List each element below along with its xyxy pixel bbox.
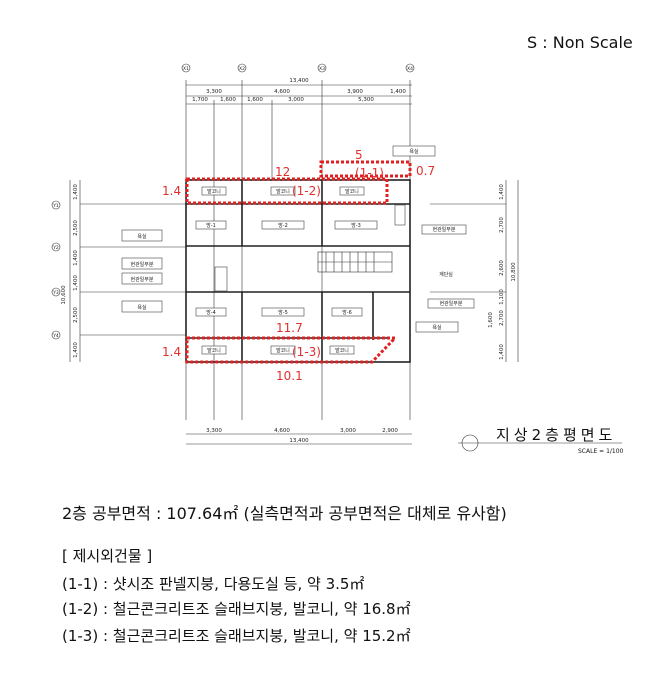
svg-text:1,600: 1,600 <box>488 312 494 328</box>
svg-text:발코니: 발코니 <box>276 347 290 354</box>
svg-text:Y1: Y1 <box>52 203 59 209</box>
bottom-dimensions: 3,300 4,600 3,000 2,900 13,400 <box>186 428 412 445</box>
svg-text:방-4: 방-4 <box>206 309 216 316</box>
svg-text:3,300: 3,300 <box>206 89 222 95</box>
svg-text:발코니: 발코니 <box>276 188 290 195</box>
svg-text:1,400: 1,400 <box>73 184 79 200</box>
svg-text:1,400: 1,400 <box>73 342 79 358</box>
annex-item: (1-3) : 철근콘크리트조 슬래브지붕, 발코니, 약 15.2㎡ <box>62 627 411 645</box>
svg-text:1,400: 1,400 <box>390 89 406 95</box>
svg-text:1,600: 1,600 <box>247 97 263 103</box>
svg-text:(1-3): (1-3) <box>292 345 321 359</box>
annex-item: (1-1) : 샷시조 판넬지붕, 다용도실 등, 약 3.5㎡ <box>62 575 365 593</box>
section-heading: [ 제시외건물 ] <box>62 547 153 565</box>
axis-markers-y: Y1 Y2 Y3 Y4 <box>51 200 61 340</box>
svg-text:3,000: 3,000 <box>340 428 356 434</box>
svg-text:5: 5 <box>355 148 363 162</box>
room-labels: 방-1 방-2 방-3 방-4 방-5 방-6 발코니 발코니 발코니 발코니 … <box>195 186 378 355</box>
svg-text:3,300: 3,300 <box>206 428 222 434</box>
svg-text:(1-2): (1-2) <box>292 184 321 198</box>
annex-item: (1-2) : 철근콘크리트조 슬래브지붕, 발코니, 약 16.8㎡ <box>62 600 411 618</box>
svg-text:3,000: 3,000 <box>288 97 304 103</box>
svg-text:2,900: 2,900 <box>382 428 398 434</box>
svg-text:3,900: 3,900 <box>347 89 363 95</box>
svg-text:욕실: 욕실 <box>137 304 147 311</box>
svg-text:현관일부분: 현관일부분 <box>130 261 153 268</box>
svg-text:X2: X2 <box>239 66 245 72</box>
svg-text:11.7: 11.7 <box>276 321 303 335</box>
svg-text:욕실: 욕실 <box>137 233 147 240</box>
svg-text:X1: X1 <box>183 66 189 72</box>
drawing-title: 지상2층평면도 SCALE = 1/100 <box>458 426 624 455</box>
top-dimensions: 13,400 3,300 4,600 3,900 1,400 1,700 1,6… <box>185 78 412 420</box>
svg-text:(1-1): (1-1) <box>355 166 384 180</box>
svg-text:Y3: Y3 <box>52 290 59 296</box>
svg-text:방-2: 방-2 <box>278 222 288 229</box>
svg-text:X4: X4 <box>407 66 413 72</box>
svg-text:1,600: 1,600 <box>220 97 236 103</box>
svg-text:Y4: Y4 <box>52 333 59 339</box>
svg-text:4,600: 4,600 <box>274 428 290 434</box>
svg-text:방-5: 방-5 <box>278 309 288 316</box>
svg-text:1,400: 1,400 <box>499 184 505 200</box>
svg-text:발코니: 발코니 <box>345 188 359 195</box>
svg-text:방-1: 방-1 <box>206 222 216 229</box>
svg-text:1.4: 1.4 <box>162 184 181 198</box>
svg-text:0.7: 0.7 <box>416 164 435 178</box>
svg-text:Y2: Y2 <box>52 245 59 251</box>
svg-text:SCALE = 1/100: SCALE = 1/100 <box>578 448 624 455</box>
svg-text:2,600: 2,600 <box>499 260 505 276</box>
svg-text:13,400: 13,400 <box>289 78 309 84</box>
svg-text:10.1: 10.1 <box>276 369 303 383</box>
svg-text:발코니: 발코니 <box>207 347 221 354</box>
svg-text:10,800: 10,800 <box>511 262 517 282</box>
svg-text:1,700: 1,700 <box>192 97 208 103</box>
svg-text:4,600: 4,600 <box>274 89 290 95</box>
area-summary: 2층 공부면적 : 107.64㎡ (실측면적과 공부면적은 대체로 유사함) <box>62 504 507 523</box>
svg-text:방-3: 방-3 <box>351 222 361 229</box>
svg-text:1,100: 1,100 <box>499 289 505 305</box>
svg-text:X3: X3 <box>319 66 325 72</box>
svg-text:계단실: 계단실 <box>439 271 453 278</box>
annex-annotations: 5 (1-1) 0.7 12 (1-2) 1.4 11.7 1.4 (1-3) … <box>162 148 435 383</box>
right-dimensions: 1,400 2,700 2,600 1,100 2,700 1,600 1,40… <box>430 180 519 362</box>
svg-text:1,400: 1,400 <box>499 344 505 360</box>
svg-text:1,400: 1,400 <box>73 275 79 291</box>
svg-text:발코니: 발코니 <box>335 347 349 354</box>
svg-text:현관일부분: 현관일부분 <box>130 276 153 283</box>
svg-text:10,600: 10,600 <box>61 285 67 305</box>
scale-note: S : Non Scale <box>527 33 633 52</box>
svg-text:현관일부분: 현관일부분 <box>432 226 455 233</box>
left-dimensions: 10,600 1,400 2,500 1,400 1,400 2,500 1,4… <box>61 180 186 362</box>
svg-text:12: 12 <box>275 165 290 179</box>
svg-text:욕실: 욕실 <box>409 148 419 155</box>
svg-text:13,400: 13,400 <box>289 438 309 444</box>
axis-markers-x: X1 X2 X3 X4 <box>181 63 415 73</box>
floor-plan-drawing: X1 X2 X3 X4 Y1 Y2 Y3 Y4 13,400 3,300 4,6… <box>51 63 624 455</box>
svg-text:현관일부분: 현관일부분 <box>439 300 462 307</box>
svg-text:1,400: 1,400 <box>73 250 79 266</box>
svg-text:2,500: 2,500 <box>73 220 79 236</box>
svg-text:2,500: 2,500 <box>73 307 79 323</box>
right-labels: 욕실 현관일부분 계단실 현관일부분 욕실 <box>392 145 475 333</box>
svg-text:1.4: 1.4 <box>162 345 181 359</box>
svg-text:2,700: 2,700 <box>499 310 505 326</box>
svg-text:2,700: 2,700 <box>499 217 505 233</box>
svg-text:욕실: 욕실 <box>432 324 442 331</box>
svg-text:방-6: 방-6 <box>342 309 352 316</box>
svg-text:지상2층평면도: 지상2층평면도 <box>496 426 616 444</box>
annex-outlines <box>185 160 412 364</box>
svg-text:5,300: 5,300 <box>358 97 374 103</box>
svg-text:발코니: 발코니 <box>207 188 221 195</box>
